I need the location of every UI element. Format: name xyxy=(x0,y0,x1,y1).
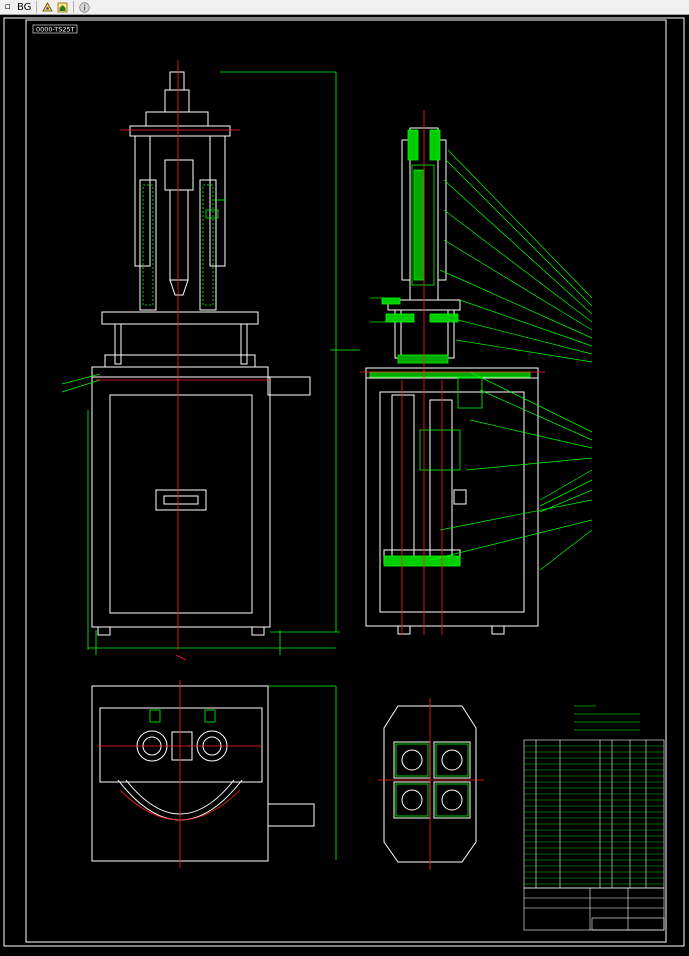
front-view-green xyxy=(61,71,340,655)
bom-table xyxy=(523,739,665,889)
collapse-button[interactable]: ▫ xyxy=(0,0,15,14)
toolbar-divider xyxy=(73,1,75,13)
bg-label: BG xyxy=(17,1,32,13)
section-leader-lines xyxy=(330,149,593,571)
front-view xyxy=(91,71,311,636)
section-view-red xyxy=(360,110,545,635)
layer-state-button[interactable] xyxy=(40,0,55,14)
corner-label: 0000-TS25T xyxy=(36,26,75,34)
bom-rows xyxy=(524,745,664,885)
viewer-toolbar: ▫ BG xyxy=(0,0,689,15)
top-view-colored xyxy=(98,680,337,868)
front-view-red xyxy=(96,60,270,661)
corner-label-box xyxy=(32,24,78,34)
layer-state-icon xyxy=(42,1,54,13)
tech-notes xyxy=(574,705,640,731)
info-button[interactable] xyxy=(77,0,92,14)
drawing-canvas[interactable]: 0000-TS25T xyxy=(0,15,689,952)
square-icon: ▫ xyxy=(4,1,11,12)
home-button[interactable] xyxy=(55,0,70,14)
title-block xyxy=(523,887,665,931)
sheet-inner-border xyxy=(25,19,667,943)
info-icon xyxy=(79,1,91,13)
cad-drawing: 0000-TS25T xyxy=(3,17,685,947)
flange-view-colored xyxy=(378,698,484,870)
background-toggle-button[interactable]: BG xyxy=(15,0,33,14)
home-icon xyxy=(57,2,68,13)
toolbar-divider xyxy=(36,1,38,13)
sheet-outer-border xyxy=(3,17,685,947)
top-view xyxy=(91,685,315,862)
section-view-green xyxy=(369,129,531,567)
